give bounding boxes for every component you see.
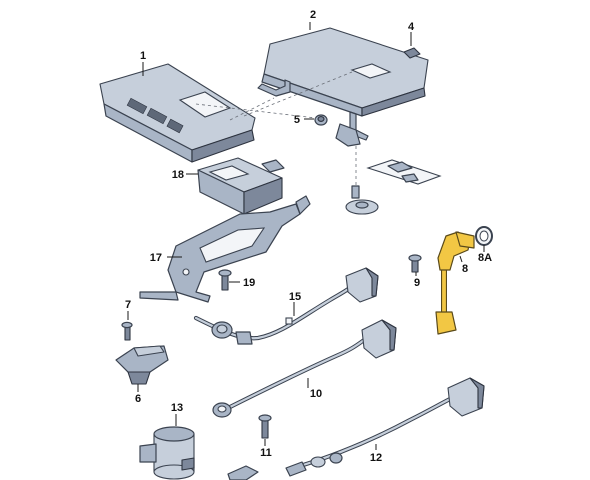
callout-5: 5: [294, 114, 300, 126]
callout-8: 8: [462, 263, 468, 275]
callout-2: 2: [310, 9, 316, 21]
callout-10: 10: [310, 388, 322, 400]
part-2-bracket[interactable]: [257, 22, 429, 147]
part-9-screw[interactable]: [408, 254, 422, 276]
bracket-detail: [366, 159, 442, 185]
callout-15: 15: [289, 291, 301, 303]
callout-19: 19: [243, 277, 255, 289]
callout-17: 17: [150, 252, 162, 264]
part-15-sensor[interactable]: [193, 267, 379, 345]
callout-1: 1: [140, 50, 146, 62]
part-11-screw[interactable]: [258, 414, 272, 446]
part-12-sensor[interactable]: [285, 377, 485, 477]
part-7-bolt[interactable]: [121, 311, 133, 341]
assembly-lines: [195, 71, 353, 121]
callout-13: 13: [171, 402, 183, 414]
bottom-partial-part: [227, 465, 259, 480]
part-6-sensor[interactable]: [115, 345, 169, 392]
part-8-sensor[interactable]: [435, 231, 475, 335]
callout-9: 9: [414, 277, 420, 289]
part-1-control-unit[interactable]: [99, 62, 256, 163]
bracket-bolt: [345, 146, 379, 215]
part-4-clip[interactable]: [403, 32, 421, 59]
part-5-grommet[interactable]: [304, 114, 328, 126]
callout-4: 4: [408, 21, 415, 33]
part-10-sensor[interactable]: [212, 319, 397, 418]
part-17-holder[interactable]: [139, 195, 311, 303]
part-18-module[interactable]: [186, 157, 285, 215]
callout-18: 18: [172, 169, 184, 181]
callout-6: 6: [135, 393, 141, 405]
part-8a-oring[interactable]: [475, 226, 493, 252]
callout-8a: 8A: [478, 252, 492, 264]
part-19-screw[interactable]: [218, 269, 240, 291]
part-13-canister[interactable]: [139, 414, 195, 480]
callout-11: 11: [260, 447, 272, 459]
callout-12: 12: [370, 452, 382, 464]
callout-7: 7: [125, 299, 131, 311]
